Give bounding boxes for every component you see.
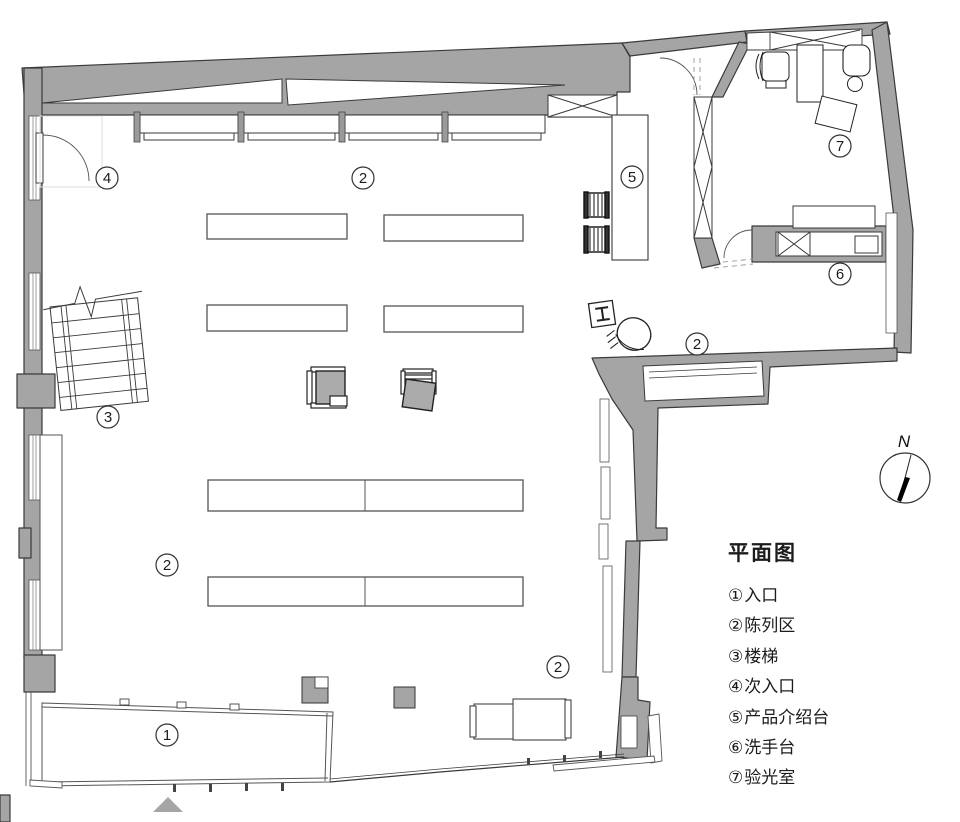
washbasin-area (713, 205, 883, 269)
svg-text:2: 2 (163, 557, 171, 574)
optometry-room-furniture (746, 28, 871, 133)
legend-num: ③ (728, 646, 744, 666)
legend-num: ⑦ (728, 768, 744, 788)
label-main-entrance: 1 (155, 723, 179, 747)
guest-chair (842, 44, 871, 77)
left-wall-column (16, 373, 56, 409)
label-display-right: 2 (685, 332, 709, 356)
legend-item-entrance: ①入口 (728, 581, 948, 611)
svg-text:2: 2 (359, 170, 367, 187)
entrance-arrow (153, 797, 183, 812)
legend-item-secondary-entrance: ④次入口 (728, 672, 948, 702)
tub-chair (606, 317, 652, 351)
corner-wall-notch (620, 715, 638, 749)
legend-label: 产品介绍台 (744, 707, 830, 727)
display-table (383, 305, 524, 333)
legend-num: ① (728, 586, 744, 605)
north-compass: N (879, 432, 931, 504)
svg-text:1: 1 (163, 727, 171, 744)
svg-text:6: 6 (836, 266, 844, 283)
svg-text:2: 2 (693, 336, 701, 353)
display-tables (39, 213, 524, 651)
svg-text:5: 5 (628, 169, 636, 186)
outside-strips (552, 713, 663, 772)
legend-item-optometry: ⑦验光室 (728, 763, 948, 793)
svg-text:2: 2 (554, 659, 562, 676)
plan-labels: 4 2 5 7 6 2 3 2 (95, 134, 852, 747)
legend: 平面图 ①入口 ②陈列区 ③楼梯 ④次入口 ⑤产品介绍台 ⑥洗手台 ⑦验光室 (728, 537, 948, 794)
room7-left-wall (711, 41, 751, 98)
legend-item-stairs: ③楼梯 (728, 642, 948, 672)
side-table (587, 299, 617, 329)
counter-stools (583, 191, 610, 254)
exam-desk (796, 44, 858, 133)
label-display-bottom: 2 (546, 655, 570, 679)
bottom-left-pier (0, 794, 11, 822)
right-wall-window (885, 212, 898, 334)
left-wall-bump (18, 527, 32, 559)
north-label: N (898, 432, 911, 451)
legend-item-display: ②陈列区 (728, 611, 948, 641)
legend-title: 平面图 (728, 542, 797, 565)
legend-num: ⑤ (728, 707, 744, 727)
sink (854, 235, 879, 254)
label-stairs: 3 (96, 405, 120, 429)
office-chair (755, 51, 790, 89)
label-washbasin: 6 (828, 262, 852, 286)
legend-label: 陈列区 (744, 616, 796, 636)
label-display-left: 2 (155, 553, 179, 577)
legend-item-washbasin: ⑥洗手台 (728, 733, 948, 763)
label-optometry-room: 7 (828, 134, 852, 158)
label-product-counter: 5 (620, 165, 644, 189)
display-table (206, 304, 348, 332)
corridor-door (659, 57, 701, 96)
label-display-top: 2 (351, 166, 375, 190)
washbasin-cabinet (792, 205, 876, 229)
armchair (306, 366, 348, 409)
fitting-desk (469, 698, 572, 741)
stool (583, 191, 610, 219)
legend-num: ⑥ (728, 738, 744, 758)
legend-item-product-counter: ⑤产品介绍台 (728, 703, 948, 733)
label-secondary-entrance: 4 (95, 166, 119, 190)
stool-round (847, 76, 863, 92)
bottom-wall-line (329, 751, 625, 783)
legend-label: 验光室 (744, 768, 796, 788)
legend-label: 入口 (744, 586, 779, 605)
secondary-entrance-door (35, 115, 103, 188)
legend-num: ② (728, 616, 744, 636)
svg-text:7: 7 (836, 138, 844, 155)
entrance-vestibule (41, 698, 334, 792)
legend-label: 洗手台 (744, 738, 796, 758)
legend-num: ④ (728, 677, 744, 697)
display-table (206, 213, 348, 240)
legend-label: 楼梯 (744, 646, 779, 666)
right-lower-wall (621, 540, 641, 678)
window-bench (642, 360, 765, 402)
svg-text:3: 3 (104, 409, 112, 426)
washbasin-door-dashed (713, 258, 754, 269)
top-wall-voids (41, 78, 566, 106)
floor-display-blocks (301, 676, 416, 709)
top-wall-band (621, 30, 748, 57)
legend-label: 次入口 (744, 677, 796, 697)
bottom-left-glazing (25, 692, 63, 789)
display-table (383, 214, 524, 242)
right-glazing (598, 398, 613, 673)
stairs (43, 285, 149, 411)
wall-display-cabinets (133, 111, 546, 143)
left-wall-corner (23, 654, 56, 693)
break-line (43, 285, 142, 319)
washbasin-door-arc (723, 229, 753, 259)
shaft-lower-wall (693, 237, 721, 269)
stool (583, 225, 610, 254)
svg-text:4: 4 (103, 170, 111, 187)
armchair (400, 368, 437, 412)
wall-cabinet-left (39, 434, 63, 651)
